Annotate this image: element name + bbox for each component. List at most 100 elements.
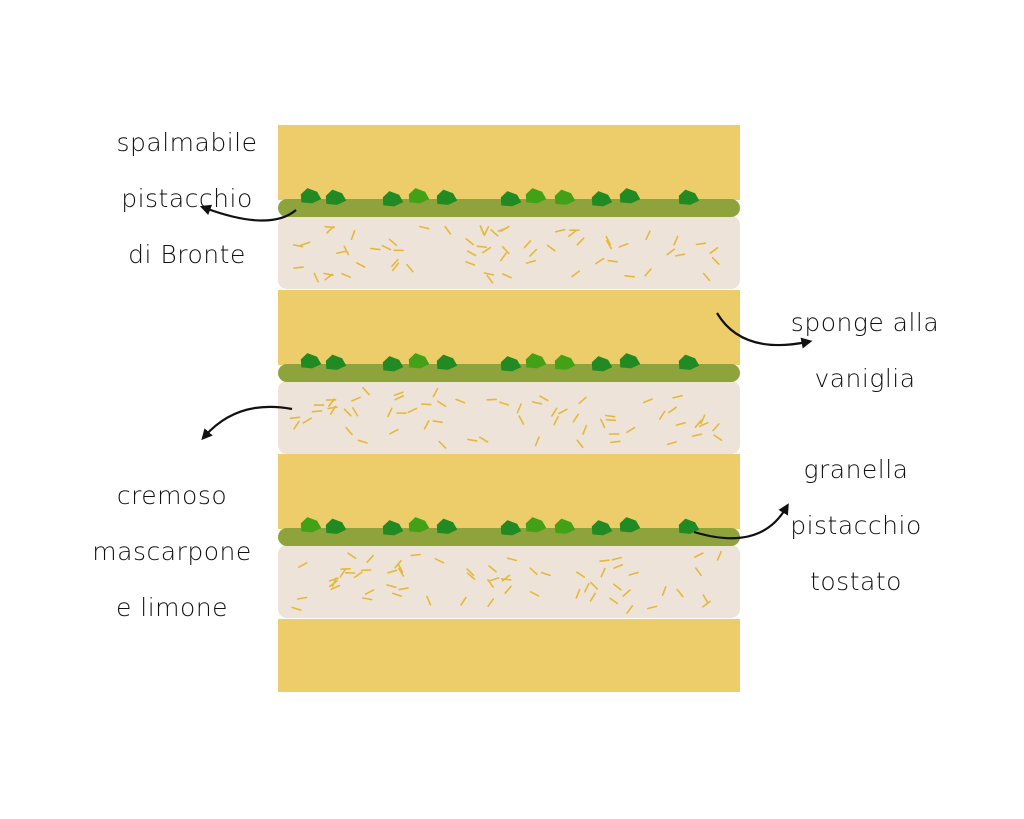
label-line: vaniglia (814, 364, 916, 393)
cream-speck (618, 242, 629, 248)
cream-speck (599, 418, 606, 429)
cream-speck (364, 589, 375, 596)
cream-speck (600, 567, 606, 578)
cream-speck (676, 588, 684, 598)
label-mascarpone-cream: cremoso mascarpone e limone (88, 454, 256, 650)
cream-speck (391, 258, 399, 268)
cream-speck (558, 408, 568, 415)
cream-speck (712, 423, 720, 432)
arrow-spalmabile (199, 204, 297, 222)
cream-speck (501, 246, 510, 255)
cream-speck (300, 241, 311, 247)
cream-speck (432, 420, 443, 424)
cream-speck (489, 577, 500, 582)
cream-speck (330, 584, 341, 591)
cream-speck (604, 414, 616, 418)
cream-speck (523, 240, 532, 249)
pistachio-grain (525, 353, 547, 369)
pistachio-grain (554, 189, 576, 205)
cream-speck (362, 386, 370, 396)
cream-speck (347, 552, 357, 560)
label-line: pistacchio (790, 511, 922, 540)
pistachio-grain (382, 356, 404, 372)
cream-speck (388, 238, 398, 246)
arrow-granella (693, 503, 789, 540)
label-line: granella (803, 455, 909, 484)
label-line: spalmabile (116, 128, 258, 157)
cream-speck (583, 582, 590, 593)
cream-speck (646, 605, 658, 610)
pistachio-grain (325, 518, 347, 534)
cream-speck (465, 238, 474, 246)
cream-speck (626, 426, 636, 434)
label-line: e limone (115, 593, 229, 622)
cream-speck (576, 237, 585, 246)
cream-speck (499, 252, 507, 262)
cream-speck (460, 596, 467, 606)
pistachio-grain (591, 520, 613, 536)
cream-speck (568, 229, 577, 238)
cream-speck (504, 585, 512, 595)
label-pistachio-spread: spalmabile pistacchio di Bronte (112, 101, 262, 297)
cream-speck (434, 557, 445, 564)
cream-speck (674, 253, 686, 257)
cream-speck (465, 261, 476, 266)
cream-speck (296, 596, 308, 600)
cream-speck (393, 391, 404, 397)
cream-speck (622, 589, 631, 597)
pistachio-grain (300, 517, 322, 533)
label-line: cremoso (116, 481, 228, 510)
pistachio-grain (525, 188, 547, 204)
cream-speck (501, 574, 511, 582)
pistachio-grain (325, 189, 347, 205)
pistachio-grain (408, 353, 430, 369)
pistachio-grain (591, 356, 613, 372)
cream-speck (605, 418, 617, 422)
cream-speck (575, 588, 581, 599)
cream-speck (398, 587, 409, 591)
cream-speck (331, 577, 338, 588)
sponge-layer-3 (278, 454, 740, 529)
cream-speck (444, 225, 452, 235)
pistachio-grain (382, 520, 404, 536)
cream-speck (483, 226, 490, 236)
pistachio-grain (591, 191, 613, 207)
pistachio-grain (678, 518, 700, 534)
cream-speck (420, 403, 432, 406)
cream-speck (438, 440, 447, 449)
cream-speck (582, 424, 588, 435)
arrow-cremoso (201, 405, 293, 441)
cream-specks (289, 225, 723, 615)
cream-speck (607, 259, 618, 263)
cream-speck (339, 568, 347, 578)
cream-speck (700, 414, 706, 425)
arrow-sponge (716, 312, 813, 349)
pistachio-grain (500, 191, 522, 207)
label-line: mascarpone (92, 537, 252, 566)
cream-speck (355, 261, 366, 268)
cream-speck (366, 554, 375, 564)
cream-speck (455, 398, 466, 404)
cream-speck (540, 571, 551, 577)
cream-speck (691, 433, 703, 437)
cream-speck (406, 263, 414, 273)
cream-speck (702, 594, 709, 604)
cream-speck (694, 567, 702, 577)
cream-speck (675, 421, 686, 426)
cream-speck (576, 439, 584, 449)
cream-speck (418, 225, 430, 230)
cream-speck (694, 419, 703, 429)
cream-speck (436, 400, 447, 408)
cream-speck (353, 571, 363, 579)
pistachio-grain (619, 353, 641, 369)
cream-speck (350, 230, 356, 241)
pistachio-grain (500, 356, 522, 372)
cream-speck (506, 557, 518, 562)
sponge-layer-4 (278, 619, 740, 692)
cream-speck (695, 242, 707, 246)
cream-speck (423, 420, 430, 430)
cream-speck (487, 598, 495, 608)
cream-speck (389, 428, 399, 435)
cream-speck (394, 559, 402, 569)
pistachio-grain (408, 517, 430, 533)
